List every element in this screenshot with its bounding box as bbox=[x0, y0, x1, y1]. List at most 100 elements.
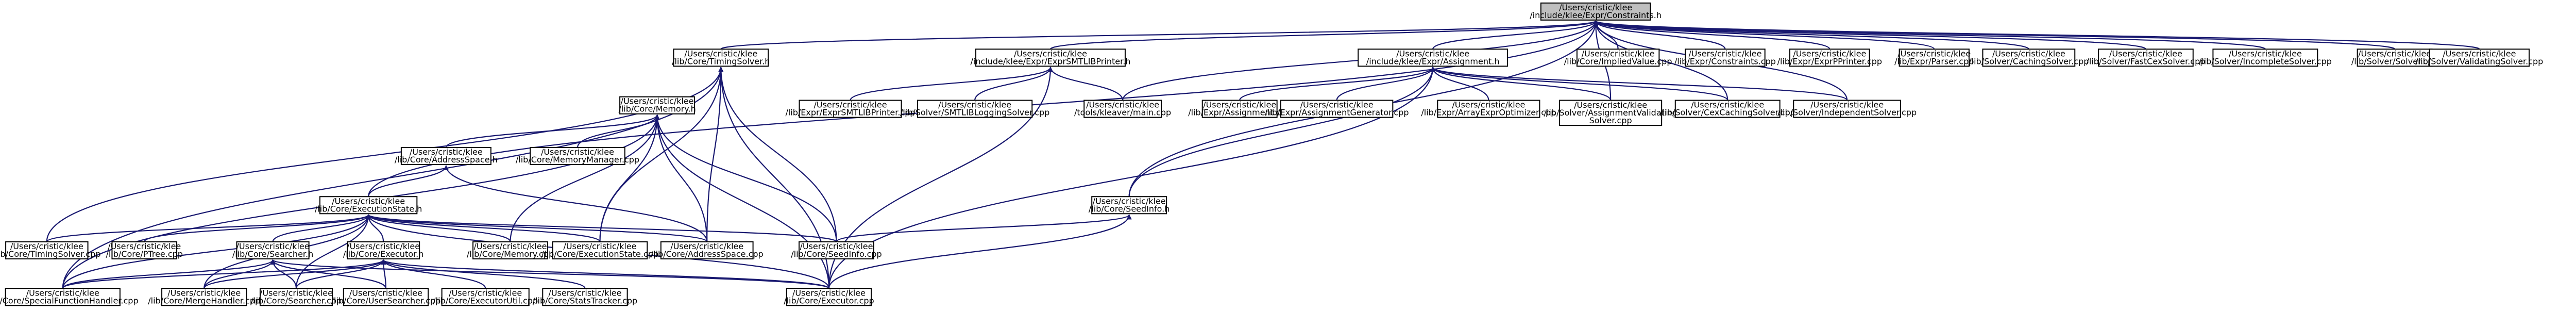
dependency-edge bbox=[718, 67, 837, 242]
node-label: /lib/Core/AddressSpace.cpp bbox=[651, 249, 764, 259]
file-node[interactable]: /Users/cristic/klee/lib/Solver/CachingSo… bbox=[1969, 48, 2089, 67]
dependency-edge bbox=[1430, 67, 1728, 101]
dependency-edge bbox=[1430, 67, 1848, 101]
file-node[interactable]: /Users/cristic/klee/lib/Core/PTree.cpp bbox=[106, 241, 183, 259]
file-node[interactable]: /Users/cristic/klee/lib/Expr/ExprSMTLIBP… bbox=[785, 100, 916, 118]
file-node[interactable]: /Users/cristic/klee/lib/Solver/FastCexSo… bbox=[2087, 48, 2206, 67]
node-label: /lib/Core/Searcher.cpp bbox=[251, 296, 342, 305]
node-box bbox=[2212, 48, 2318, 67]
file-node[interactable]: /Users/cristic/klee/include/klee/Expr/Ex… bbox=[971, 48, 1131, 67]
dependency-edge bbox=[366, 214, 601, 242]
file-node[interactable]: /Users/cristic/klee/lib/Core/AddressSpac… bbox=[651, 241, 764, 259]
node-label: /lib/Core/PTree.cpp bbox=[106, 249, 183, 259]
node-label: /Users/cristic/klee bbox=[1574, 100, 1647, 110]
file-node[interactable]: /Users/cristic/klee/lib/Core/MergeHandle… bbox=[148, 288, 260, 306]
file-node[interactable]: /Users/cristic/klee/lib/Solver/Solver.cp… bbox=[2351, 48, 2438, 67]
dependency-edge bbox=[510, 114, 660, 242]
dependency-edge bbox=[1048, 67, 1124, 101]
file-node[interactable]: /Users/cristic/klee/lib/Core/ExecutionSt… bbox=[315, 196, 422, 215]
node-label: /lib/Core/ExecutorUtil.cpp bbox=[433, 296, 538, 305]
node-box bbox=[1437, 100, 1540, 118]
file-node[interactable]: /Users/cristic/klee/lib/Expr/Constraints… bbox=[1674, 48, 1776, 67]
file-node[interactable]: /Users/cristic/klee/lib/Expr/ArrayExprOp… bbox=[1421, 100, 1556, 118]
node-box bbox=[347, 241, 420, 259]
file-node[interactable]: /Users/cristic/klee/lib/Solver/Assignmen… bbox=[1544, 100, 1677, 126]
file-node[interactable]: /Users/cristic/klee/lib/Solver/Independe… bbox=[1777, 100, 1917, 118]
file-node[interactable]: /Users/cristic/klee/lib/Core/SeedInfo.h bbox=[1089, 196, 1170, 215]
dependency-edge bbox=[443, 165, 708, 242]
node-box bbox=[161, 288, 247, 306]
node-label: /lib/Solver/Solver.cpp bbox=[2351, 56, 2438, 66]
file-node[interactable]: /Users/cristic/klee/lib/Expr/AssignmentG… bbox=[1265, 100, 1409, 118]
node-box bbox=[400, 146, 492, 166]
file-node[interactable]: /Users/cristic/klee/lib/Core/Memory.h bbox=[618, 96, 696, 114]
node-label: /Users/cristic/klee bbox=[410, 147, 483, 157]
dependency-edge bbox=[654, 114, 708, 242]
node-box bbox=[1201, 100, 1278, 118]
file-node[interactable]: /Users/cristic/klee/lib/Solver/Incomplet… bbox=[2199, 48, 2332, 67]
file-node[interactable]: /Users/cristic/klee/lib/Core/MemoryManag… bbox=[516, 146, 639, 166]
dependency-edge bbox=[62, 214, 371, 289]
file-node[interactable]: /Users/cristic/klee/lib/Core/ImpliedValu… bbox=[1564, 48, 1672, 67]
node-box bbox=[542, 288, 628, 306]
node-label: /lib/Expr/Parser.cpp bbox=[1894, 56, 1974, 66]
file-node[interactable]: /Users/cristic/klee/include/klee/Expr/As… bbox=[1358, 48, 1509, 67]
file-node[interactable]: /Users/cristic/klee/lib/Core/StatsTracke… bbox=[533, 288, 638, 306]
node-label: /lib/Expr/ArrayExprOptimizer.cpp bbox=[1421, 108, 1556, 118]
dependency-edge bbox=[445, 114, 660, 148]
node-box bbox=[1793, 100, 1902, 118]
node-label: /lib/Solver/IncompleteSolver.cpp bbox=[2199, 56, 2332, 66]
node-box bbox=[319, 196, 418, 215]
node-label: /tools/kleaver/main.cpp bbox=[1074, 108, 1171, 118]
file-node[interactable]: /Users/cristic/klee/lib/Core/UserSearche… bbox=[331, 288, 440, 306]
node-label: /Users/cristic/klee bbox=[1086, 100, 1159, 110]
file-node[interactable]: /Users/cristic/klee/lib/Solver/CexCachin… bbox=[1660, 100, 1795, 118]
node-label: /Users/cristic/klee bbox=[1582, 48, 1655, 58]
node-box bbox=[1358, 48, 1509, 67]
node-label: /lib/Solver/CachingSolver.cpp bbox=[1969, 56, 2089, 66]
dependency-edge bbox=[836, 214, 1132, 242]
node-label: /lib/Core/SpecialFunctionHandler.cpp bbox=[0, 296, 139, 305]
file-node[interactable]: /Users/cristic/klee/lib/Core/ExecutionSt… bbox=[541, 241, 658, 259]
dependency-edge bbox=[1430, 67, 1489, 101]
node-label: /Users/cristic/klee bbox=[1559, 3, 1632, 12]
node-box bbox=[673, 48, 769, 67]
node-label: /lib/Core/ImpliedValue.cpp bbox=[1564, 56, 1672, 66]
root-file-node[interactable]: /Users/cristic/klee/include/klee/Expr/Co… bbox=[1530, 2, 1662, 21]
file-node[interactable]: /Users/cristic/klee/lib/Expr/ExprPPrinte… bbox=[1777, 48, 1882, 67]
file-node[interactable]: /Users/cristic/klee/lib/Core/TimingSolve… bbox=[672, 48, 770, 67]
file-node[interactable]: /Users/cristic/klee/lib/Core/Executor.h bbox=[343, 241, 424, 259]
file-node[interactable]: /Users/cristic/klee/lib/Solver/Validatin… bbox=[2415, 48, 2543, 67]
dependency-edge bbox=[850, 67, 1053, 101]
node-box bbox=[5, 288, 121, 306]
node-box bbox=[1982, 48, 2076, 67]
file-node[interactable]: /Users/cristic/klee/lib/Core/AddressSpac… bbox=[395, 146, 498, 166]
node-label: /lib/Expr/ExprPPrinter.cpp bbox=[1777, 56, 1882, 66]
file-node[interactable]: /Users/cristic/klee/lib/Core/Memory.cpp bbox=[467, 241, 554, 259]
node-label: /lib/Core/AddressSpace.h bbox=[395, 155, 498, 165]
file-node[interactable]: /Users/cristic/klee/lib/Core/Executor.cp… bbox=[784, 288, 874, 306]
node-label: /lib/Core/MergeHandler.cpp bbox=[148, 296, 260, 305]
node-label: /Users/cristic/klee bbox=[1300, 100, 1374, 110]
file-node[interactable]: /Users/cristic/klee/lib/Core/TimingSolve… bbox=[0, 241, 100, 259]
dependency-edge bbox=[62, 259, 276, 289]
file-node[interactable]: /Users/cristic/klee/lib/Expr/Assignment.… bbox=[1188, 100, 1291, 118]
file-node[interactable]: /Users/cristic/klee/lib/Core/Searcher.cp… bbox=[251, 288, 342, 306]
file-node[interactable]: /Users/cristic/klee/lib/Core/ExecutorUti… bbox=[433, 288, 538, 306]
node-label: /Users/cristic/klee bbox=[814, 100, 887, 110]
dependency-edge bbox=[381, 259, 387, 289]
node-label: /Users/cristic/klee bbox=[2358, 48, 2431, 58]
node-label: /lib/Expr/ExprSMTLIBPrinter.cpp bbox=[785, 108, 915, 118]
file-node[interactable]: /Users/cristic/klee/lib/Core/Searcher.h bbox=[232, 241, 313, 259]
node-box bbox=[2098, 48, 2194, 67]
file-node[interactable]: /Users/cristic/klee/lib/Core/SeedInfo.cp… bbox=[791, 241, 882, 259]
node-label: /include/klee/Expr/ExprSMTLIBPrinter.h bbox=[971, 56, 1131, 66]
dependency-edge bbox=[1430, 67, 1612, 101]
node-label: /Users/cristic/klee bbox=[236, 241, 310, 251]
file-node[interactable]: /Users/cristic/klee/tools/kleaver/main.c… bbox=[1074, 100, 1171, 118]
file-node[interactable]: /Users/cristic/klee/lib/Core/SpecialFunc… bbox=[0, 288, 139, 306]
file-node[interactable]: /Users/cristic/klee/lib/Solver/SMTLIBLog… bbox=[900, 100, 1049, 118]
file-node[interactable]: /Users/cristic/klee/lib/Expr/Parser.cpp bbox=[1894, 48, 1974, 67]
node-label: /lib/Solver/SMTLIBLoggingSolver.cpp bbox=[900, 108, 1049, 118]
